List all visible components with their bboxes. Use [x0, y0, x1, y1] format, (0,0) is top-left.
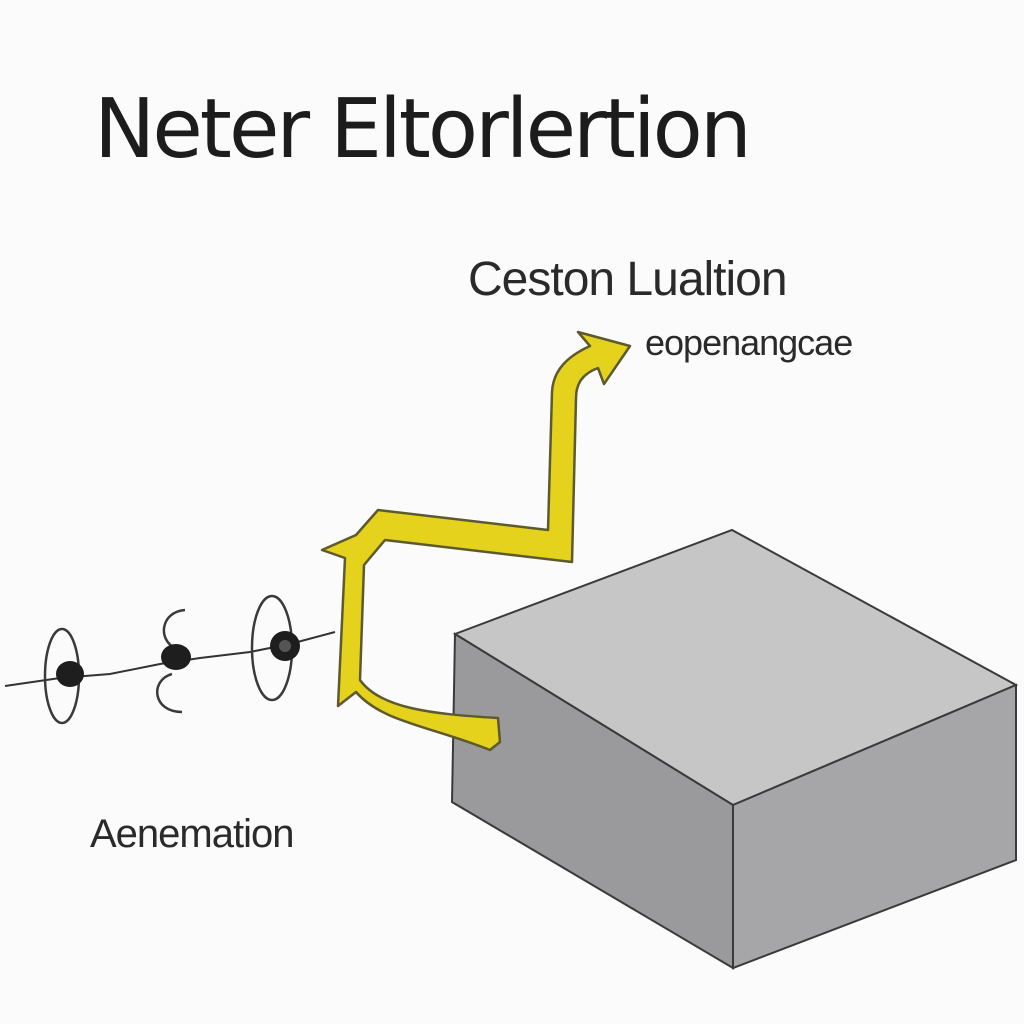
box-right-face — [732, 683, 1017, 970]
signal-flow-arrow — [320, 330, 632, 752]
device-box — [450, 528, 1019, 970]
input-label: Aenemation — [90, 812, 294, 856]
output-label: Ceston Lualtion — [468, 253, 788, 306]
coil-element-1 — [43, 627, 84, 725]
coil-element-2 — [156, 608, 191, 714]
diagram-title: Neter Eltorlertion — [94, 82, 752, 177]
output-sublabel: eopenangcae — [645, 322, 853, 363]
coil-element-3 — [250, 594, 300, 702]
